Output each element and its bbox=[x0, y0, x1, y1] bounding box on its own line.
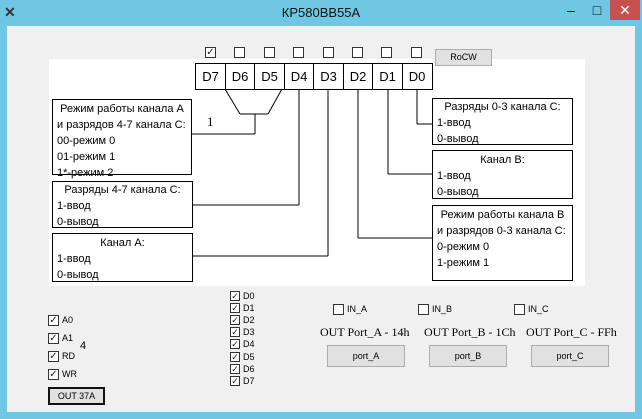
rocw-button[interactable]: RoCW bbox=[435, 49, 492, 66]
title-bar bbox=[0, 0, 642, 26]
out-port-a-label: OUT Port_A - 14h bbox=[320, 325, 410, 339]
addr-label: WR bbox=[62, 369, 77, 379]
out-37a-button[interactable]: OUT 37A bbox=[48, 387, 105, 405]
bit-checkbox-d2[interactable] bbox=[352, 47, 363, 58]
port-b-line: Канал В: bbox=[480, 154, 525, 166]
port-b-line: 0-вывод bbox=[437, 186, 479, 198]
bit-cell-d6: D6 bbox=[224, 63, 256, 90]
data-checkbox-d6[interactable]: ✓ bbox=[230, 363, 240, 374]
mode-a-line: 00-режим 0 bbox=[57, 135, 116, 147]
c-high-box: Разряды 4-7 канала С: 1-ввод 0-вывод bbox=[52, 181, 193, 228]
data-label: D3 bbox=[243, 327, 255, 338]
bit-checkbox-d1[interactable] bbox=[381, 47, 393, 58]
port-b-box: Канал В: 1-ввод 0-вывод bbox=[432, 150, 573, 199]
bit-checkbox-d0[interactable] bbox=[410, 47, 422, 58]
d7-mark: 1 bbox=[207, 114, 214, 129]
mode-a-line: и разрядов 4-7 канала С: bbox=[57, 119, 186, 131]
maximize-button[interactable]: □ bbox=[592, 2, 602, 18]
data-checkbox-d1[interactable]: ✓ bbox=[230, 303, 240, 314]
out-port-c-label: OUT Port_C - FFh bbox=[526, 325, 617, 339]
mode-b-line: 0-режим 0 bbox=[437, 241, 490, 253]
mode-a-line: 1*-режим 2 bbox=[57, 167, 114, 179]
in-label: IN_A bbox=[347, 304, 368, 314]
addr-label: RD bbox=[62, 351, 75, 361]
addr-checkbox-rd[interactable]: ✓ bbox=[48, 351, 59, 362]
data-checkbox-d5[interactable]: ✓ bbox=[230, 351, 240, 362]
bit-checkbox-d6[interactable] bbox=[234, 47, 246, 58]
bit-cell-d7: D7 bbox=[195, 63, 226, 90]
data-label: D7 bbox=[243, 375, 255, 386]
c-low-box: Разряды 0-3 канала С: 1-ввод 0-вывод bbox=[432, 98, 573, 145]
addr-mark: 4 bbox=[80, 340, 87, 352]
window-title: КР580ВВ55А bbox=[281, 5, 361, 20]
bit-checkbox-d3[interactable] bbox=[322, 47, 334, 58]
minimize-button[interactable]: – bbox=[567, 2, 575, 18]
port-a-box: Канал А: 1-ввод 0-вывод bbox=[52, 233, 193, 282]
bit-checkbox-d5[interactable] bbox=[263, 47, 275, 58]
addr-checkbox-a1[interactable]: ✓ bbox=[48, 333, 59, 344]
bit-cell-d5: D5 bbox=[254, 63, 285, 90]
mode-b-line: Режим работы канала В bbox=[440, 209, 565, 221]
mode-a-line: 01-режим 1 bbox=[57, 151, 116, 163]
data-checkbox-d7[interactable]: ✓ bbox=[230, 375, 240, 386]
bit-checkbox-d4[interactable] bbox=[293, 47, 305, 58]
port-a-button[interactable]: port_A bbox=[327, 345, 405, 367]
port-a-line: 1-ввод bbox=[57, 253, 91, 265]
data-label: D5 bbox=[243, 351, 255, 362]
port-c-button[interactable]: port_C bbox=[531, 345, 609, 367]
mode-b-line: 1-режим 1 bbox=[437, 257, 490, 269]
c-high-line: Разряды 4-7 канала С: bbox=[64, 184, 181, 196]
bit-cell-d3: D3 bbox=[313, 63, 344, 90]
data-label: D2 bbox=[243, 315, 255, 326]
mode-a-line: Режим работы канала А bbox=[60, 103, 184, 115]
addr-label: A1 bbox=[62, 333, 74, 343]
port-b-line: 1-ввод bbox=[437, 170, 471, 182]
in-label: IN_B bbox=[432, 304, 453, 314]
addr-checkbox-a0[interactable]: ✓ bbox=[48, 315, 59, 326]
bit-cell-d0: D0 bbox=[401, 63, 433, 90]
in-checkbox-in-a[interactable] bbox=[333, 304, 344, 315]
mode-b-box: Режим работы канала В и разрядов 0-3 кан… bbox=[432, 205, 573, 281]
out-port-b-label: OUT Port_B - 1Ch bbox=[424, 325, 516, 339]
in-checkbox-in-b[interactable] bbox=[418, 304, 429, 315]
bit-checkbox-d7[interactable]: ✓ bbox=[205, 47, 216, 58]
data-label: D0 bbox=[243, 291, 255, 301]
c-low-line: 1-ввод bbox=[437, 117, 471, 129]
mode-b-line: и разрядов 0-3 канала С: bbox=[437, 225, 566, 237]
in-label: IN_C bbox=[528, 304, 549, 314]
data-checkbox-d0[interactable]: ✓ bbox=[230, 291, 240, 301]
data-label: D4 bbox=[243, 339, 255, 350]
port-a-line: 0-вывод bbox=[57, 269, 99, 281]
addr-label: A0 bbox=[62, 315, 74, 325]
close-button[interactable]: ✕ bbox=[610, 0, 640, 20]
app-icon: ✕ bbox=[4, 4, 16, 20]
in-checkbox-in-c[interactable] bbox=[514, 304, 525, 315]
port-b-button[interactable]: port_B bbox=[429, 345, 507, 367]
c-high-line: 1-ввод bbox=[57, 200, 91, 212]
data-checkbox-d4[interactable]: ✓ bbox=[230, 339, 240, 350]
data-checkbox-d2[interactable]: ✓ bbox=[230, 315, 240, 326]
data-label: D6 bbox=[243, 363, 255, 374]
data-label: D1 bbox=[243, 303, 255, 314]
port-a-line: Канал А: bbox=[100, 237, 145, 249]
addr-checkbox-wr[interactable]: ✓ bbox=[48, 369, 59, 380]
c-high-line: 0-вывод bbox=[57, 216, 99, 228]
data-checkbox-d3[interactable]: ✓ bbox=[230, 327, 240, 338]
c-low-line: Разряды 0-3 канала С: bbox=[444, 101, 561, 113]
c-low-line: 0-вывод bbox=[437, 133, 479, 145]
mode-a-box: Режим работы канала А и разрядов 4-7 кан… bbox=[52, 99, 192, 179]
